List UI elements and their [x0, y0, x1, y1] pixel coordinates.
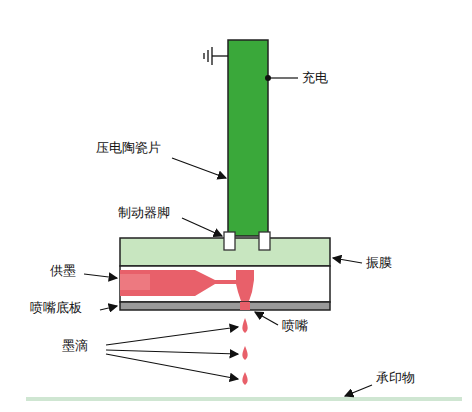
part-label: 承印物: [376, 370, 415, 386]
ground-symbol: [204, 47, 228, 65]
ink-drops: [242, 318, 247, 385]
part-label: 充电: [302, 70, 328, 86]
part-label: 制动器脚: [118, 205, 170, 221]
nozzle-plate: [120, 302, 330, 310]
part-label: 供墨: [50, 263, 76, 279]
part-label: 墨滴: [62, 338, 88, 354]
substrate: [26, 397, 462, 401]
part-label: 压电陶瓷片: [96, 140, 161, 156]
ink-chamber: [120, 270, 254, 304]
piezo-bar: [228, 40, 268, 236]
part-label: 振膜: [366, 255, 392, 271]
actuator-foot: [259, 232, 270, 250]
part-label: 喷嘴: [282, 318, 308, 334]
actuator-foot: [224, 232, 235, 250]
part-label: 喷嘴底板: [30, 300, 82, 316]
